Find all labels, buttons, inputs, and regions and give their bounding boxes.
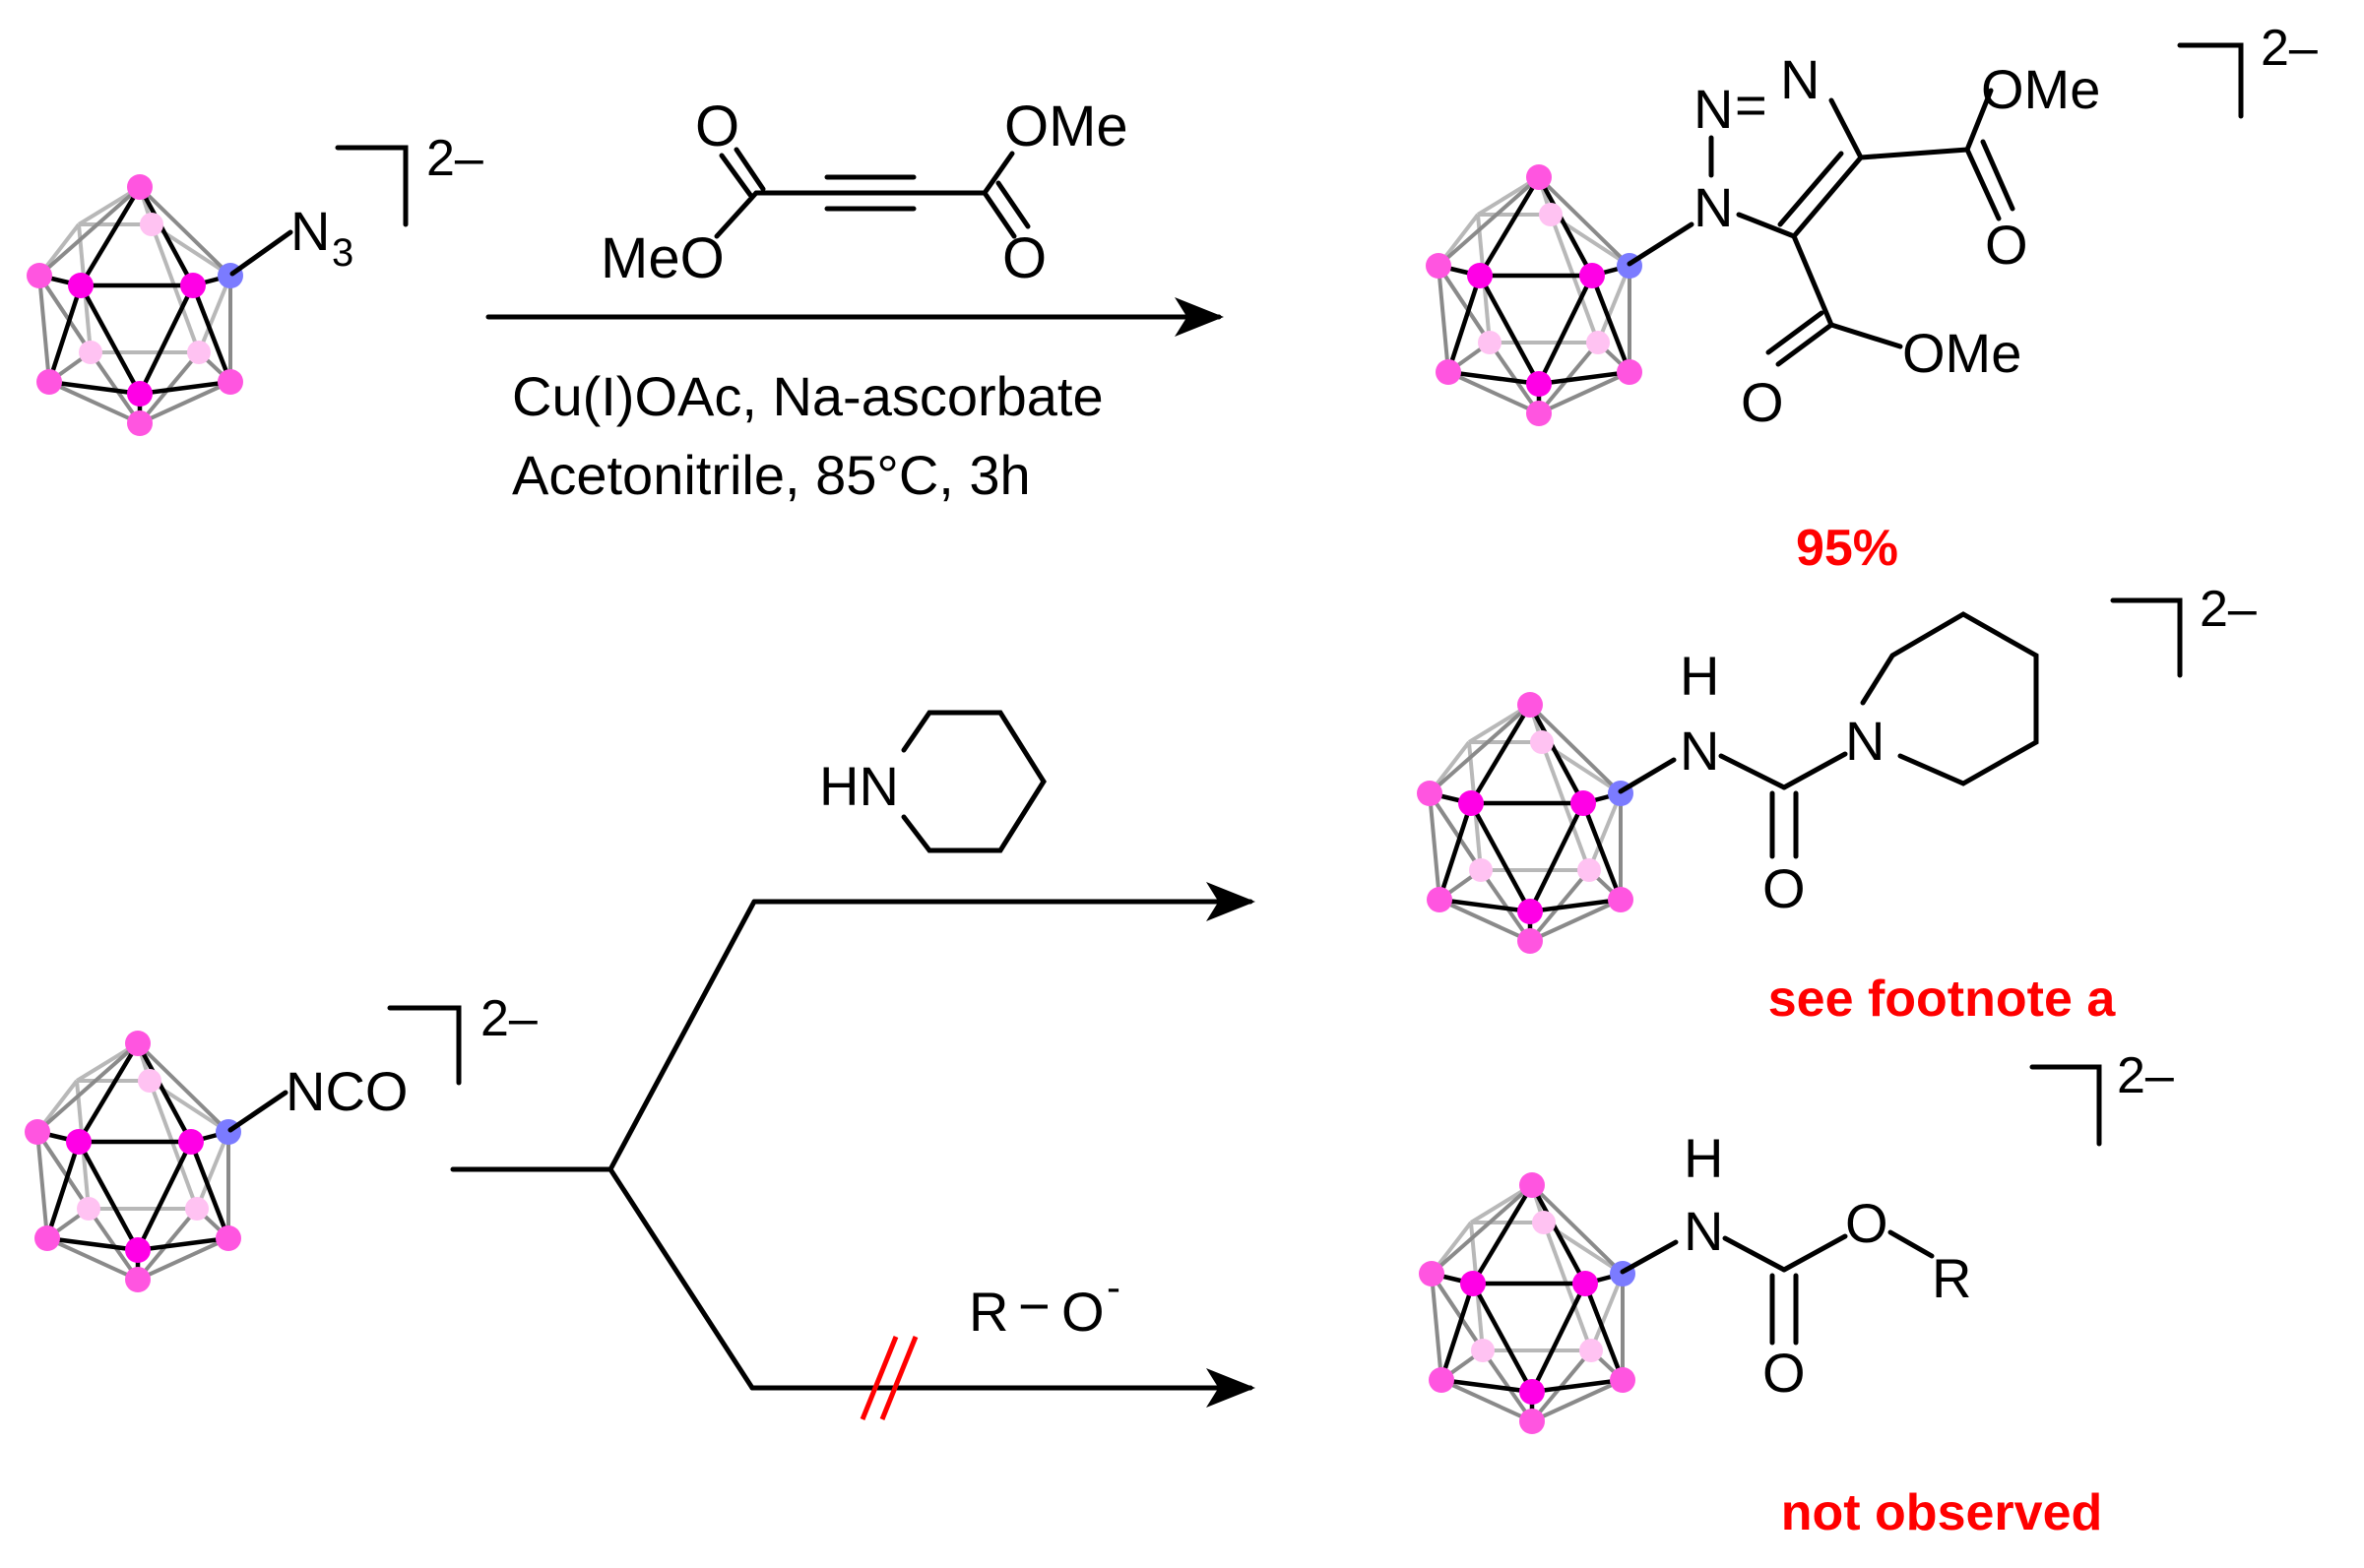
reagent-ome-top-right: OMe bbox=[1004, 94, 1128, 158]
charge-bracket bbox=[335, 145, 409, 227]
blocked-slash bbox=[860, 1336, 899, 1420]
charge-bracket bbox=[2110, 597, 2183, 678]
reaction1-product-triazole: N N = N OMe O OMe O 2– bbox=[1426, 20, 2318, 433]
azide-n: N bbox=[290, 200, 330, 262]
carborane-cage-icon bbox=[27, 174, 243, 436]
reaction2-starting-material: NCO 2– bbox=[25, 990, 538, 1292]
urea-h: H bbox=[1680, 645, 1719, 707]
ester1-carbonyl-o: O bbox=[1985, 214, 2028, 276]
reaction1-starting-material: N 3 2– bbox=[27, 130, 483, 436]
ester1-ome: OMe bbox=[1981, 58, 2100, 120]
triazole-n2: N bbox=[1693, 78, 1733, 140]
charge-bracket bbox=[387, 1005, 462, 1086]
reagent-o-top-left: O bbox=[695, 94, 739, 158]
carbamate-nh: N bbox=[1684, 1200, 1723, 1262]
alkoxide-r: R bbox=[969, 1281, 1008, 1343]
carbamate-r: R bbox=[1932, 1247, 1971, 1309]
isocyanate-nco: NCO bbox=[286, 1060, 408, 1122]
alkoxide-charge: - bbox=[1107, 1264, 1120, 1310]
triazole-double-bond: = bbox=[1735, 74, 1767, 136]
charge-bracket bbox=[2177, 42, 2244, 119]
alkoxide-bond: − bbox=[1018, 1275, 1051, 1337]
product-carbamate: H N O O R 2– bbox=[1419, 1047, 2174, 1434]
carbamate-carbonyl-o: O bbox=[1762, 1342, 1806, 1404]
reagent-o-bottom-right: O bbox=[1002, 226, 1047, 290]
charge-bracket bbox=[2029, 1064, 2102, 1147]
reaction1-reagent-dmad: O OMe MeO O bbox=[601, 94, 1128, 290]
charge-label: 2– bbox=[2117, 1047, 2174, 1104]
carbamate-h: H bbox=[1684, 1127, 1723, 1189]
conditions-line2: Acetonitrile, 85°C, 3h bbox=[512, 444, 1031, 506]
triazole-n3: N bbox=[1780, 48, 1820, 110]
reagent-piperidine: HN bbox=[819, 710, 1047, 853]
carborane-cage-icon bbox=[1426, 164, 1642, 426]
azide-subscript: 3 bbox=[332, 231, 353, 275]
charge-label: 2– bbox=[2200, 581, 2257, 638]
piperidyl-n: N bbox=[1845, 710, 1885, 772]
product-urea: H N O N 2– bbox=[1417, 581, 2257, 954]
urea-carbonyl-o: O bbox=[1762, 857, 1806, 919]
carborane-cage-icon bbox=[25, 1031, 241, 1292]
alkoxide-o: O bbox=[1061, 1281, 1105, 1343]
triazole-n1: N bbox=[1693, 176, 1733, 238]
footnote-label: see footnote a bbox=[1768, 971, 2117, 1028]
not-observed-label: not observed bbox=[1781, 1484, 2103, 1541]
ester2-ome: OMe bbox=[1902, 322, 2021, 384]
charge-label: 2– bbox=[480, 990, 538, 1047]
reagent-alkoxide: R − O - bbox=[969, 1264, 1120, 1343]
charge-label: 2– bbox=[426, 130, 483, 187]
ester2-carbonyl-o: O bbox=[1741, 371, 1784, 433]
piperidine-hn: HN bbox=[819, 755, 899, 817]
urea-nh: N bbox=[1680, 720, 1719, 782]
reagent-meo: MeO bbox=[601, 226, 725, 290]
carborane-cage-icon bbox=[1417, 692, 1633, 954]
conditions-line1: Cu(I)OAc, Na-ascorbate bbox=[512, 365, 1104, 427]
carbamate-ester-o: O bbox=[1845, 1192, 1888, 1254]
carborane-cage-icon bbox=[1419, 1172, 1635, 1434]
branching-arrows bbox=[450, 882, 1255, 1420]
blocked-slash bbox=[879, 1336, 919, 1420]
yield-label: 95% bbox=[1796, 520, 1898, 577]
charge-label: 2– bbox=[2261, 20, 2318, 77]
